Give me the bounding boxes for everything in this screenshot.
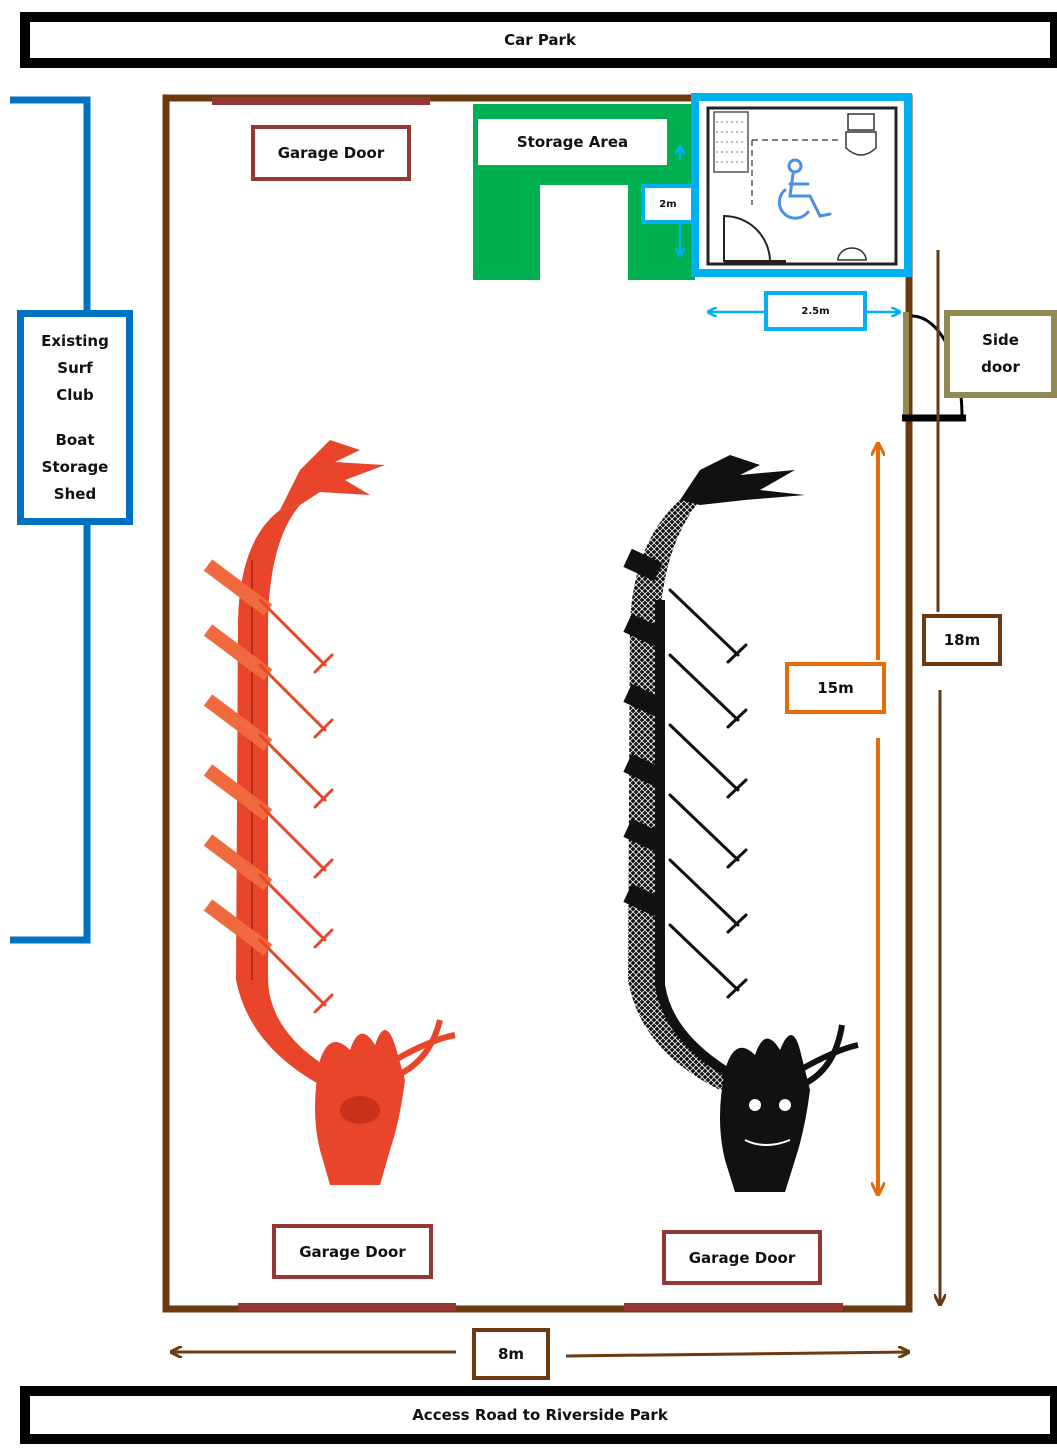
dim-2-5m-label: 2.5m — [764, 291, 867, 331]
dim-2m-text: 2m — [659, 198, 677, 210]
dim-15m-label: 15m — [785, 662, 886, 714]
dim-18m-text: 18m — [943, 631, 981, 649]
storage-area-text: Storage Area — [516, 133, 629, 151]
access-road-label: Access Road to Riverside Park — [20, 1386, 1057, 1444]
garage-door-bottom-left-label: Garage Door — [272, 1224, 433, 1279]
accessible-toilet — [691, 93, 912, 277]
wheelchair-icon — [777, 158, 832, 220]
shed-text-line4: Boat — [55, 430, 95, 449]
red-dragon-boat — [203, 440, 456, 1185]
shed-text-line1: Existing — [41, 331, 109, 350]
dim-8m-arrow-right — [565, 1352, 908, 1356]
side-door-label: Side door — [944, 310, 1057, 398]
access-road-text: Access Road to Riverside Park — [412, 1406, 668, 1424]
side-door-text-line2: door — [981, 358, 1020, 376]
garage-door-top-text: Garage Door — [277, 144, 385, 162]
shed-text-line3: Club — [56, 385, 94, 404]
shed-text-line2: Surf — [57, 358, 93, 377]
dim-8m-text: 8m — [497, 1345, 525, 1363]
car-park-text: Car Park — [504, 31, 576, 49]
garage-door-top-label: Garage Door — [251, 125, 411, 181]
storage-area-label: Storage Area — [478, 119, 667, 165]
dim-2m-label: 2m — [641, 184, 695, 224]
dim-2-5m-text: 2.5m — [801, 305, 830, 317]
side-door-text-line1: Side — [982, 331, 1019, 349]
garage-door-bottom-right-label: Garage Door — [662, 1230, 822, 1285]
dim-8m-label: 8m — [472, 1328, 550, 1380]
garage-door-bottom-left-text: Garage Door — [299, 1242, 406, 1261]
dim-18m-label: 18m — [922, 614, 1002, 666]
existing-shed-label: Existing Surf Club Boat Storage Shed — [17, 310, 133, 525]
garage-door-bottom-right-text: Garage Door — [688, 1248, 796, 1267]
shed-text-line6: Shed — [53, 484, 97, 503]
car-park-label: Car Park — [20, 12, 1057, 68]
dim-15m-text: 15m — [817, 679, 854, 697]
black-dragon-boat — [623, 455, 859, 1192]
shed-text-line5: Storage — [41, 457, 109, 476]
building-wall — [162, 94, 913, 1313]
